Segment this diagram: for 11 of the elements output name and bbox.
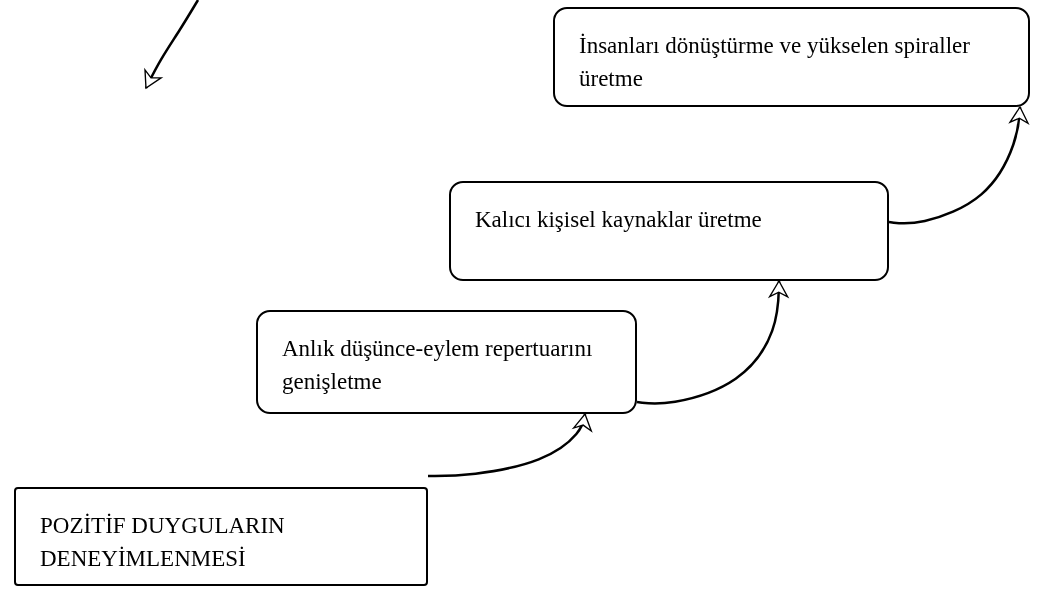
curved-arrow [636,280,789,405]
curved-arrow [888,106,1029,225]
box-text: Anlık düşünce-eylem repertuarını genişletme [282,335,594,397]
box-text: İnsanları dönüştürme ve yükselen spiraller üretme [579,32,971,94]
process-box [256,310,637,414]
process-box [14,487,428,586]
curved-arrow [428,413,592,478]
box-text: Kalıcı kişisel kaynaklar üretme [475,206,763,234]
process-box [553,7,1030,107]
process-box [449,181,889,281]
box-text: POZİTİF DUYGULARIN DENEYİMLENMESİ [40,512,286,574]
